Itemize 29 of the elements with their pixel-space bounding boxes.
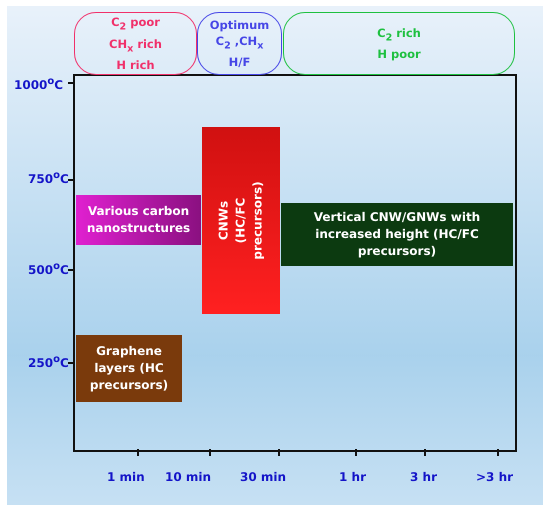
temperature-label: 750$^{o}$C bbox=[28, 170, 69, 186]
bar-text: Vertical CNW/GNWs with increased height (HC/FC precursors) bbox=[312, 209, 482, 260]
condition-text: H/F bbox=[228, 54, 250, 70]
growth-bar bbox=[76, 195, 201, 245]
time-label: 1 min bbox=[107, 470, 145, 484]
time-label: 10 min bbox=[165, 470, 212, 484]
condition-text: C$_{2}$ poor bbox=[111, 14, 160, 34]
condition-pill bbox=[74, 12, 197, 75]
condition-text: C$_{2}$ ,CH$_{x}$ bbox=[216, 32, 264, 54]
condition-text: H poor bbox=[377, 46, 421, 62]
time-label: >3 hr bbox=[476, 470, 514, 484]
temperature-label: 1000$^{o}$C bbox=[14, 76, 64, 92]
temperature-label: 250$^{o}$C bbox=[28, 354, 69, 370]
growth-bar bbox=[281, 203, 513, 266]
time-label: 3 hr bbox=[410, 470, 437, 484]
condition-pill bbox=[283, 12, 515, 75]
condition-text: C$_{2}$ rich bbox=[377, 24, 421, 46]
condition-text: H rich bbox=[116, 56, 155, 73]
growth-bar bbox=[202, 127, 280, 314]
condition-text: Optimum bbox=[210, 16, 270, 33]
growth-bar bbox=[76, 335, 182, 402]
temperature-label: 500$^{o}$C bbox=[28, 261, 69, 277]
time-label: 30 min bbox=[240, 470, 286, 484]
bar-text: Graphene layers (HC precursors) bbox=[88, 343, 170, 394]
condition-text: CH$_{x}$ rich bbox=[109, 36, 162, 56]
condition-pill bbox=[197, 12, 282, 75]
bar-text: CNWs (HC/FC precursors) bbox=[216, 181, 266, 260]
bar-text: Various carbon nanostructures bbox=[86, 203, 192, 237]
time-label: 1 hr bbox=[339, 470, 366, 484]
